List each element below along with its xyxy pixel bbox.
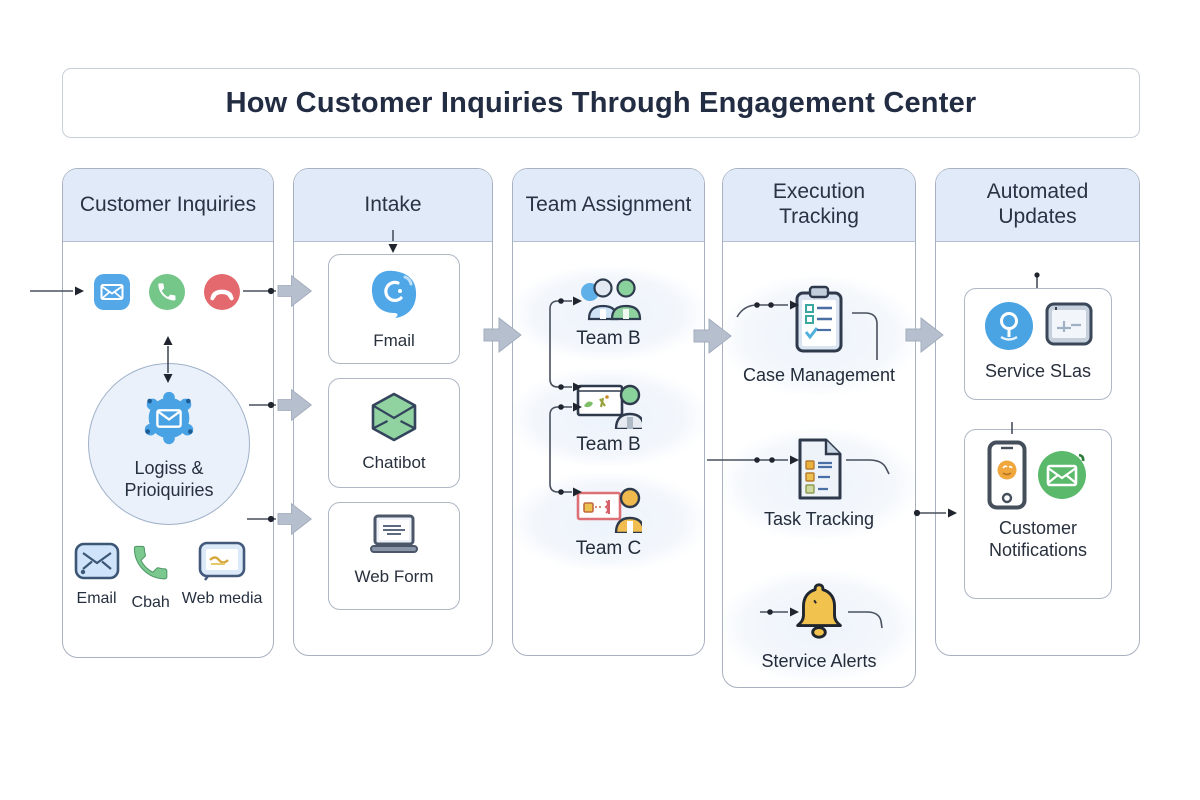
channel-email: Email	[74, 541, 120, 608]
team-item: Team B	[513, 267, 704, 360]
laptop-icon	[370, 514, 418, 553]
people-group-icon	[580, 278, 641, 321]
hex-envelope-icon	[371, 392, 417, 442]
column-intake: Intake Fmail Chatibot Web	[293, 168, 493, 656]
channel-label: Cbah	[131, 594, 170, 611]
updates-card-label: Service SLas	[984, 361, 1092, 381]
updates-card-service-slas: Service SLas	[964, 288, 1112, 400]
column-team-assignment: Team Assignment Team B	[512, 168, 705, 656]
channel-chat: Cbah	[129, 541, 173, 612]
column-header-intake: Intake	[294, 169, 492, 242]
team-item: Team B	[513, 369, 704, 466]
channel-web-media: Web media	[181, 541, 263, 608]
phone-icon	[149, 274, 185, 310]
tracking-item-label: Stervice Alerts	[761, 651, 877, 671]
clipboard-checklist-icon	[795, 285, 843, 353]
phone-handset-icon	[133, 545, 167, 580]
sla-icon-row	[982, 299, 1094, 353]
channel-label: Web media	[181, 590, 263, 607]
routing-hub: Logiss & Prioiquiries	[88, 363, 250, 525]
intake-card-web-form: Web Form	[328, 502, 460, 610]
column-customer-inquiries: Customer Inquiries	[62, 168, 274, 658]
screen-person-icon	[576, 384, 642, 429]
column-execution-tracking: Execution Tracking Case Management	[722, 168, 916, 688]
column-header-automated-updates: Automated Updates	[936, 169, 1139, 242]
email-outline-icon	[74, 542, 119, 580]
diagram-title: How Customer Inquiries Through Engagemen…	[225, 86, 977, 119]
team-label: Team B	[576, 328, 641, 349]
channel-list: Email Cbah Web media	[69, 541, 267, 612]
mail-icon	[94, 274, 130, 310]
document-checklist-icon	[798, 438, 842, 500]
intake-card-label: Fmail	[373, 331, 415, 350]
hub-label: Logiss & Prioiquiries	[124, 457, 214, 501]
location-badge-icon	[985, 302, 1033, 350]
channel-badges	[93, 273, 241, 311]
column-header-team-assignment: Team Assignment	[513, 169, 704, 242]
monitor-icon	[1045, 302, 1093, 346]
team-item: Team C	[513, 473, 704, 570]
phone-off-icon	[204, 274, 240, 310]
web-window-icon	[198, 541, 246, 581]
tracking-item-label: Case Management	[742, 365, 896, 385]
channel-label: Email	[76, 590, 117, 607]
title-bar: How Customer Inquiries Through Engagemen…	[62, 68, 1140, 138]
chat-blob-icon	[371, 270, 417, 318]
intake-card-label: Chatibot	[362, 453, 426, 472]
intake-card-email: Fmail	[328, 254, 460, 364]
column-automated-updates: Automated Updates Service SLas	[935, 168, 1140, 656]
intake-card-label: Web Form	[354, 567, 434, 586]
tracking-item-task-tracking: Task Tracking	[723, 429, 915, 539]
smartphone-icon	[987, 440, 1027, 510]
gear-mail-icon	[144, 391, 194, 444]
team-label: Team C	[575, 538, 642, 559]
bell-icon	[796, 583, 842, 639]
notification-icon-row	[987, 440, 1089, 510]
tracking-item-service-alerts: Stervice Alerts	[723, 571, 915, 681]
red-screen-person-icon	[576, 487, 642, 533]
column-header-customer-inquiries: Customer Inquiries	[63, 169, 273, 242]
intake-card-chatbot: Chatibot	[328, 378, 460, 488]
tracking-item-label: Task Tracking	[763, 509, 875, 529]
column-header-execution-tracking: Execution Tracking	[723, 169, 915, 242]
tracking-item-case-management: Case Management	[723, 277, 915, 395]
team-label: Team B	[576, 434, 641, 455]
updates-card-customer-notifications: Customer Notifications	[964, 429, 1112, 599]
updates-card-label: Customer Notifications	[988, 518, 1088, 560]
mail-badge-green-icon	[1038, 451, 1086, 499]
